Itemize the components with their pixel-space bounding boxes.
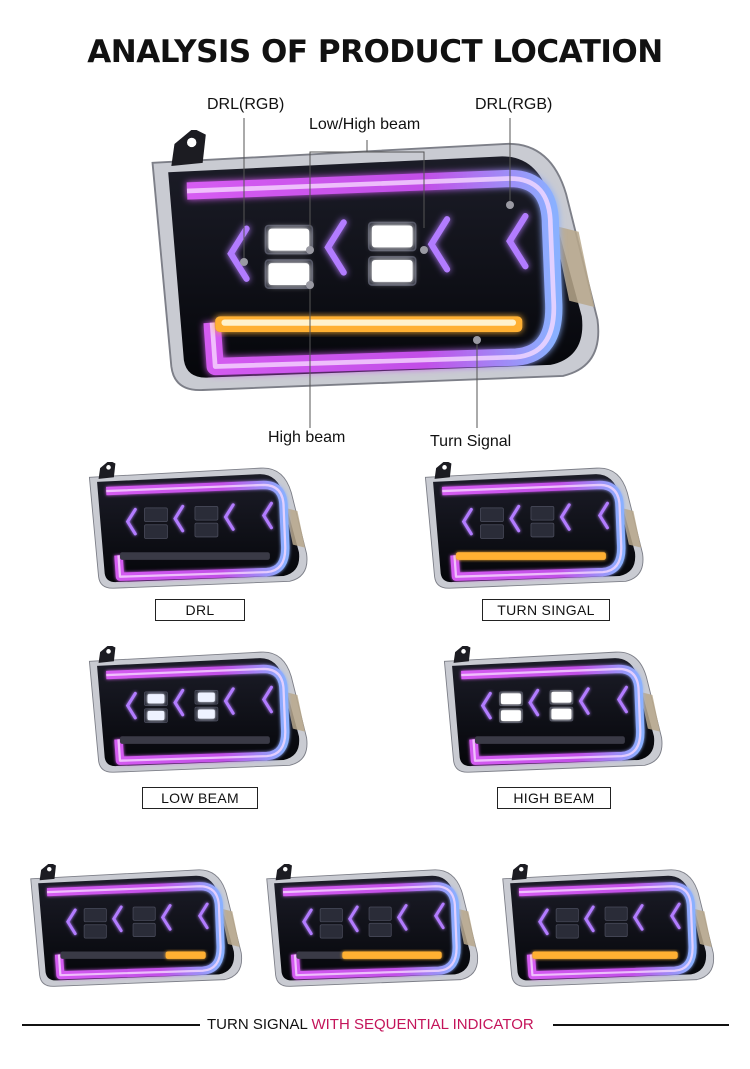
callout-low-high-beam: Low/High beam xyxy=(309,116,421,133)
main-headlamp-image xyxy=(140,130,610,415)
footer-caption-part2: WITH SEQUENTIAL INDICATOR xyxy=(311,1016,534,1033)
footer-caption-part1: TURN SIGNAL xyxy=(207,1016,312,1033)
sequential-frame-3 xyxy=(492,864,724,990)
callout-turn-signal: Turn Signal xyxy=(430,433,512,450)
footer-caption: TURN SIGNAL WITH SEQUENTIAL INDICATOR xyxy=(207,1016,534,1033)
headlamp-low-beam-image xyxy=(78,646,318,776)
callout-high-beam: High beam xyxy=(268,429,346,446)
headlamp-high-beam-image xyxy=(433,646,673,776)
headlamp-drl-image xyxy=(78,462,318,592)
sequential-frame-1 xyxy=(20,864,252,990)
page-title: ANALYSIS OF PRODUCT LOCATION xyxy=(87,34,663,70)
mode-label-high-beam: HIGH BEAM xyxy=(497,787,611,809)
sequential-frame-2 xyxy=(256,864,488,990)
mode-label-turn-singal: TURN SINGAL xyxy=(482,599,610,621)
footer-divider-right xyxy=(553,1024,729,1026)
callout-drl-right: DRL(RGB) xyxy=(475,96,553,113)
callout-lines xyxy=(240,118,514,428)
headlamp-turn-signal-image xyxy=(414,462,654,592)
mode-label-low-beam: LOW BEAM xyxy=(142,787,258,809)
mode-label-drl: DRL xyxy=(155,599,245,621)
footer-divider-left xyxy=(22,1024,200,1026)
callout-drl-left: DRL(RGB) xyxy=(207,96,285,113)
